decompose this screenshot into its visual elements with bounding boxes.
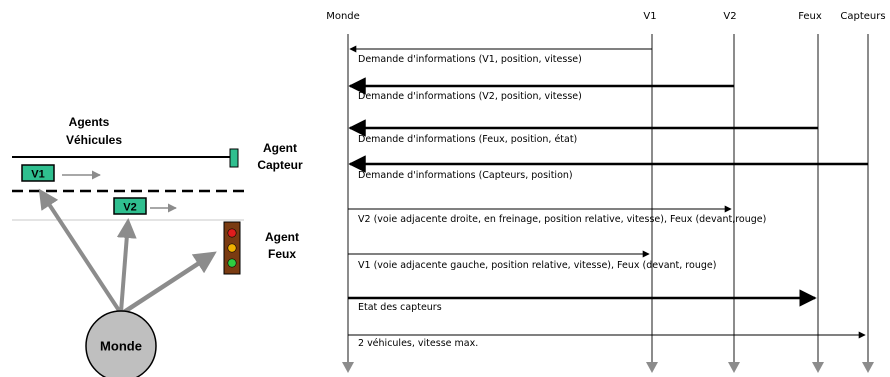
lifeline-feux xyxy=(812,34,824,373)
sequence-diagram: Monde V1 V2 Feux Capteurs Demande xyxy=(326,11,886,373)
message-2-label: Demande d'informations (V2, position, vi… xyxy=(358,91,582,102)
message-4: Demande d'informations (Capteurs, positi… xyxy=(348,155,868,181)
sensor-agent-label-line2: Capteur xyxy=(257,158,303,172)
lifeline-monde xyxy=(342,34,354,373)
message-4-label: Demande d'informations (Capteurs, positi… xyxy=(358,170,573,181)
message-1: Demande d'informations (V1, position, vi… xyxy=(349,45,652,65)
vehicle-v2: V2 xyxy=(113,197,147,215)
lights-agent-label-line1: Agent xyxy=(265,230,299,244)
message-8-label: 2 véhicules, vitesse max. xyxy=(358,338,478,349)
lifeline-header-capteurs: Capteurs xyxy=(840,11,885,22)
agents-vehicles-label-line2: Véhicules xyxy=(66,133,122,147)
vehicle-v1-body xyxy=(21,164,55,182)
lights-agent-label-line2: Feux xyxy=(268,247,296,261)
agents-vehicles-label-line1: Agents xyxy=(69,115,110,129)
message-2: Demande d'informations (V2, position, vi… xyxy=(348,77,734,102)
lifeline-v2 xyxy=(728,34,740,373)
message-3: Demande d'informations (Feux, position, … xyxy=(348,119,818,145)
lifeline-header-v2: V2 xyxy=(723,11,736,22)
world-to-lights-arrow xyxy=(122,251,217,314)
lifeline-header-feux: Feux xyxy=(798,11,822,22)
world-node-label: Monde xyxy=(100,339,142,354)
vehicle-v1: V1 xyxy=(21,164,55,182)
message-7: Etat des capteurs xyxy=(348,289,817,313)
vehicle-v2-body xyxy=(113,197,147,215)
lifeline-header-monde: Monde xyxy=(326,11,360,22)
world-to-v1-arrow xyxy=(38,188,122,314)
traffic-light-green-lamp xyxy=(227,258,237,268)
message-3-label: Demande d'informations (Feux, position, … xyxy=(358,134,577,145)
sensor-agent-label-line1: Agent xyxy=(263,141,297,155)
lifeline-header-v1: V1 xyxy=(643,11,656,22)
message-1-label: Demande d'informations (V1, position, vi… xyxy=(358,54,582,65)
message-6: V1 (voie adjacente gauche, position rela… xyxy=(348,250,716,271)
lifeline-capteurs xyxy=(862,34,874,373)
message-5: V2 (voie adjacente droite, en freinage, … xyxy=(348,205,766,225)
message-6-label: V1 (voie adjacente gauche, position rela… xyxy=(358,260,716,271)
message-5-label: V2 (voie adjacente droite, en freinage, … xyxy=(358,214,766,225)
traffic-scene: Agents Véhicules Agent Capteur Agent Feu… xyxy=(12,115,303,377)
traffic-light-red-lamp xyxy=(227,228,237,238)
lifeline-v1 xyxy=(646,34,658,373)
message-8: 2 véhicules, vitesse max. xyxy=(348,331,866,349)
traffic-light-amber-lamp xyxy=(227,243,237,253)
sensor-icon xyxy=(229,148,239,168)
vehicle-v1-label: V1 xyxy=(31,169,44,181)
world-node xyxy=(85,310,157,377)
vehicle-v2-label: V2 xyxy=(123,202,136,214)
world-to-v2-arrow xyxy=(116,218,137,313)
message-7-label: Etat des capteurs xyxy=(358,302,442,313)
traffic-light-icon xyxy=(223,221,241,275)
